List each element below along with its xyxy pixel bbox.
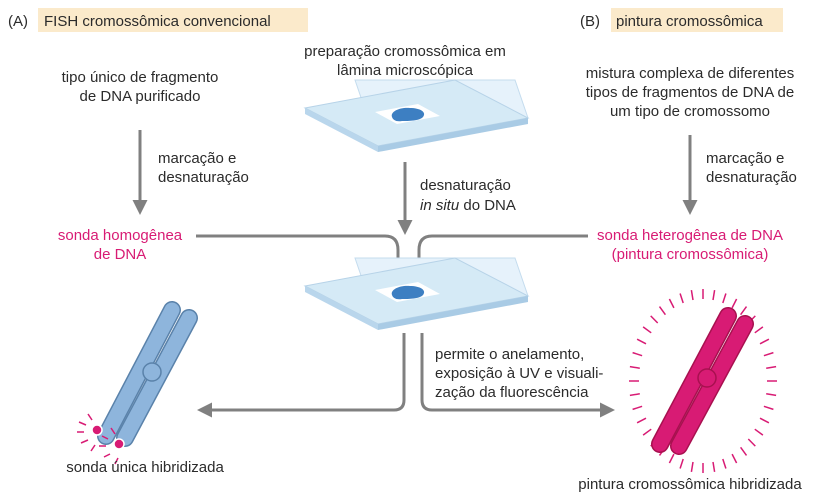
right-probe-arrow [411,234,588,273]
chromosome-single-probe [77,301,198,465]
panel-b-highlight [611,8,783,32]
probe-signal-rays [77,413,119,465]
panel-a-title: FISH cromossômica convencional [44,13,271,30]
right-source-line-2: tipos de fragmentos de DNA de [586,84,794,101]
dna-spot-hybridized [391,285,425,300]
paint-signal-ray [722,293,727,304]
left-source-line-2: de DNA purificado [80,88,201,105]
right-probe-line-1: sonda heterogênea de DNA [597,227,783,244]
paint-signal-ray [679,293,684,304]
paint-signal-ray [763,405,774,411]
paint-signal-ray [668,453,675,464]
right-result-caption: pintura cromossômica hibridizada [578,476,802,493]
right-source-line-1: mistura complexa de diferentes [586,65,794,82]
paint-signal-ray [712,289,716,301]
dna-spot [391,107,425,122]
paint-signal-ray [754,428,764,436]
paint-signal-ray [629,393,640,397]
left-step-line-1: marcação e [158,150,236,167]
left-probe-arrow [196,234,406,273]
probe-signal [113,438,125,450]
slide-bottom [303,257,530,330]
paint-signal-ray [754,326,764,334]
paint-signal-ray [766,393,777,397]
prep-line-1: preparação cromossômica em [304,43,506,60]
paint-signal-ray [679,458,684,469]
left-step-line-2: desnaturação [158,169,249,186]
denat-line-1: desnaturação [420,177,511,194]
anneal-line-1: permite o anelamento, [435,346,584,363]
panel-b-letter: (B) [580,13,600,30]
paint-signal-ray [731,453,738,464]
paint-signal-ray [632,405,643,411]
denat-in-situ: in situ [420,197,460,214]
paint-signal-ray [747,438,756,447]
right-probe-line-2: (pintura cromossômica) [612,246,769,263]
paint-signal-ray [658,306,667,316]
paint-signal-ray [642,428,652,436]
panel-a-highlight [38,8,308,32]
paint-signal-ray [712,461,716,473]
paint-signal-ray [759,338,770,345]
denat-line-2: in situ do DNA [420,197,516,214]
paint-signal-ray [632,351,643,357]
right-result-arrow [420,333,615,418]
paint-signal-ray [642,326,652,334]
paint-signal-ray [766,365,777,369]
paint-signal-ray [763,351,774,357]
paint-signal-ray [636,338,647,345]
anneal-line-3: zação da fluorescência [435,384,589,401]
left-result-arrow [197,333,406,418]
paint-signal-ray [650,315,659,324]
paint-signal-ray [690,289,694,301]
probe-signal [91,424,103,436]
left-probe-line-2: de DNA [94,246,147,263]
prep-line-2: lâmina microscópica [337,62,474,79]
paint-signal-ray [668,298,675,309]
left-source-line-1: tipo único de fragmento [62,69,219,86]
panel-b-title: pintura cromossômica [616,13,763,30]
anneal-line-2: exposição à UV e visuali- [435,365,603,382]
paint-signal-ray [739,306,748,316]
panel-a-letter: (A) [8,13,28,30]
right-step-line-2: desnaturação [706,169,797,186]
paint-signal-ray [629,365,640,369]
paint-signal-ray [739,446,748,456]
paint-signal-ray [690,461,694,473]
paint-signal-ray [759,417,770,424]
slide-top [303,79,530,152]
right-step-line-1: marcação e [706,150,784,167]
chromosome-painted [629,289,777,473]
left-probe-line-1: sonda homogênea [58,227,183,244]
right-source-line-3: um tipo de cromossomo [610,103,770,120]
paint-signal-ray [636,417,647,424]
paint-signal-ray [731,298,738,309]
paint-signal-ray [722,458,727,469]
denat-rest: do DNA [459,197,516,214]
left-result-caption: sonda única hibridizada [66,459,224,476]
